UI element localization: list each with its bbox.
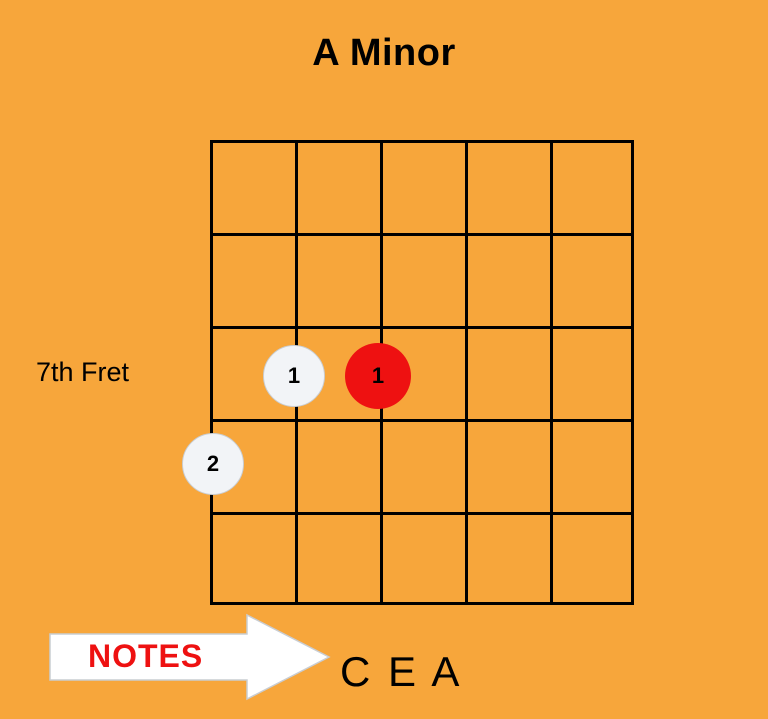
finger-dot-root: 1 bbox=[345, 343, 411, 409]
fret-line bbox=[210, 602, 634, 605]
finger-dot-1: 1 bbox=[263, 345, 325, 407]
string-line bbox=[465, 140, 468, 605]
string-line bbox=[631, 140, 634, 605]
string-line bbox=[210, 140, 213, 605]
fret-line bbox=[210, 326, 634, 329]
fret-line bbox=[210, 233, 634, 236]
notes-arrow-icon bbox=[49, 613, 331, 701]
fret-line bbox=[210, 140, 634, 143]
finger-dot-2: 2 bbox=[182, 433, 244, 495]
notes-label: NOTES bbox=[88, 638, 204, 674]
chord-notes-value: C E A bbox=[340, 648, 463, 695]
fret-line bbox=[210, 512, 634, 515]
fret-position-label: 7th Fret bbox=[36, 357, 130, 387]
fret-line bbox=[210, 419, 634, 422]
page-title: A Minor bbox=[312, 32, 456, 74]
string-line bbox=[550, 140, 553, 605]
